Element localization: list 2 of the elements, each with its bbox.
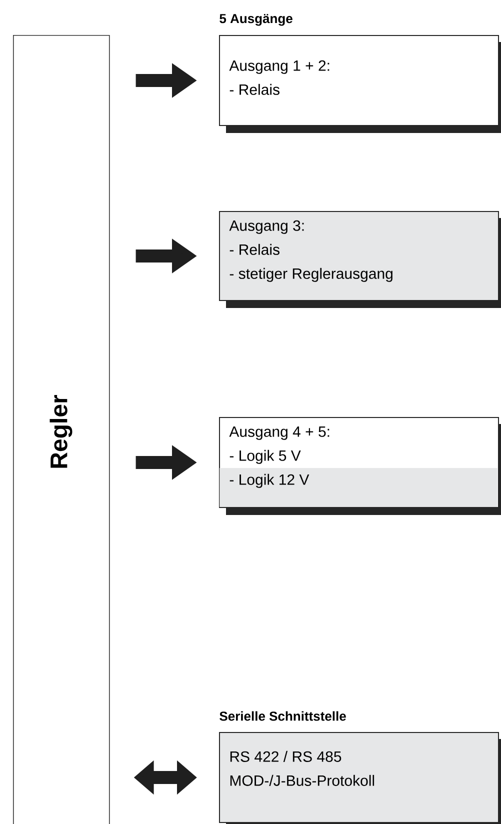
- controller-box: Regler: [13, 35, 110, 824]
- box-heading: Serielle Schnittstelle: [220, 711, 346, 721]
